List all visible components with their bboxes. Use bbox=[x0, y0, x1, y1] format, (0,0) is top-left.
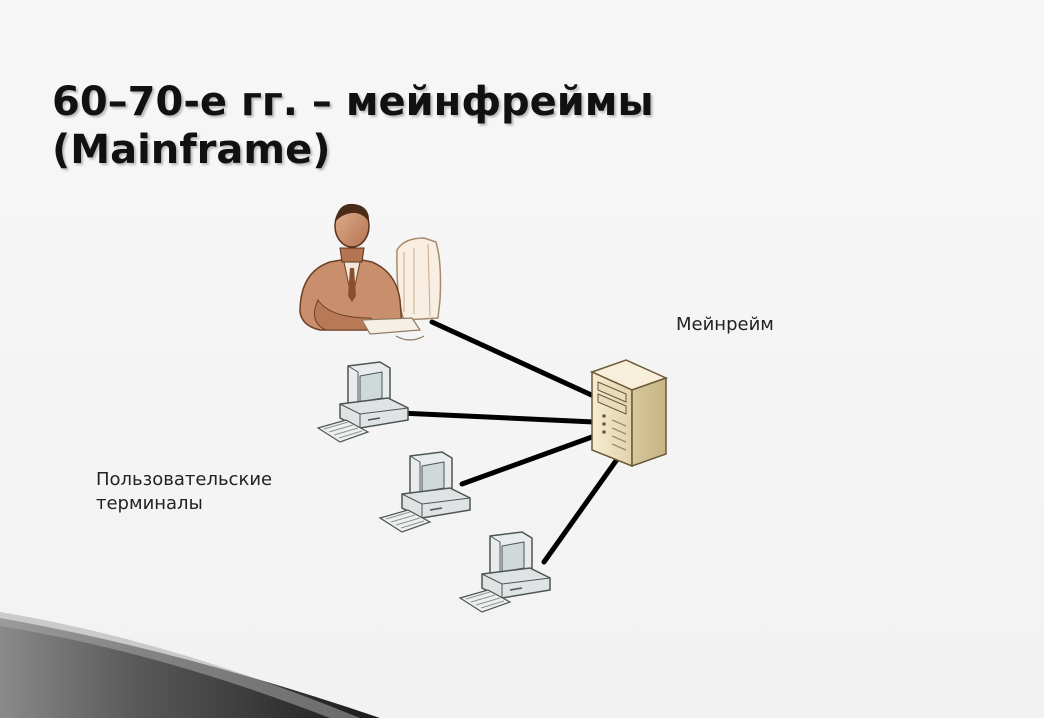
connection-lines bbox=[397, 319, 621, 565]
terminal-computer-icon bbox=[316, 361, 409, 443]
terminals-label-line-1: Пользовательские bbox=[96, 469, 273, 490]
connection-terminal-1-mainframe bbox=[397, 410, 597, 425]
connection-terminal-3-mainframe bbox=[541, 455, 621, 565]
operator-at-console-icon bbox=[299, 203, 442, 341]
terminal-computer-icon bbox=[458, 531, 551, 613]
slide-title-line-1: 60–70-е гг. – мейнфреймы bbox=[52, 79, 654, 125]
terminals-label: Пользовательские терминалы bbox=[96, 468, 272, 516]
terminal-computer-icon bbox=[378, 451, 471, 533]
bottom-decorative-band-highlight bbox=[0, 612, 360, 718]
mainframe-server-icon bbox=[589, 359, 669, 468]
slide-title: 60–70-е гг. – мейнфреймы (Mainframe) bbox=[52, 78, 654, 174]
connection-operator-mainframe bbox=[429, 319, 601, 401]
slide-title-line-2: (Mainframe) bbox=[52, 127, 331, 173]
terminals-label-line-2: терминалы bbox=[96, 493, 203, 514]
connection-terminal-2-mainframe bbox=[459, 434, 595, 487]
mainframe-label: Мейнрейм bbox=[676, 314, 774, 335]
